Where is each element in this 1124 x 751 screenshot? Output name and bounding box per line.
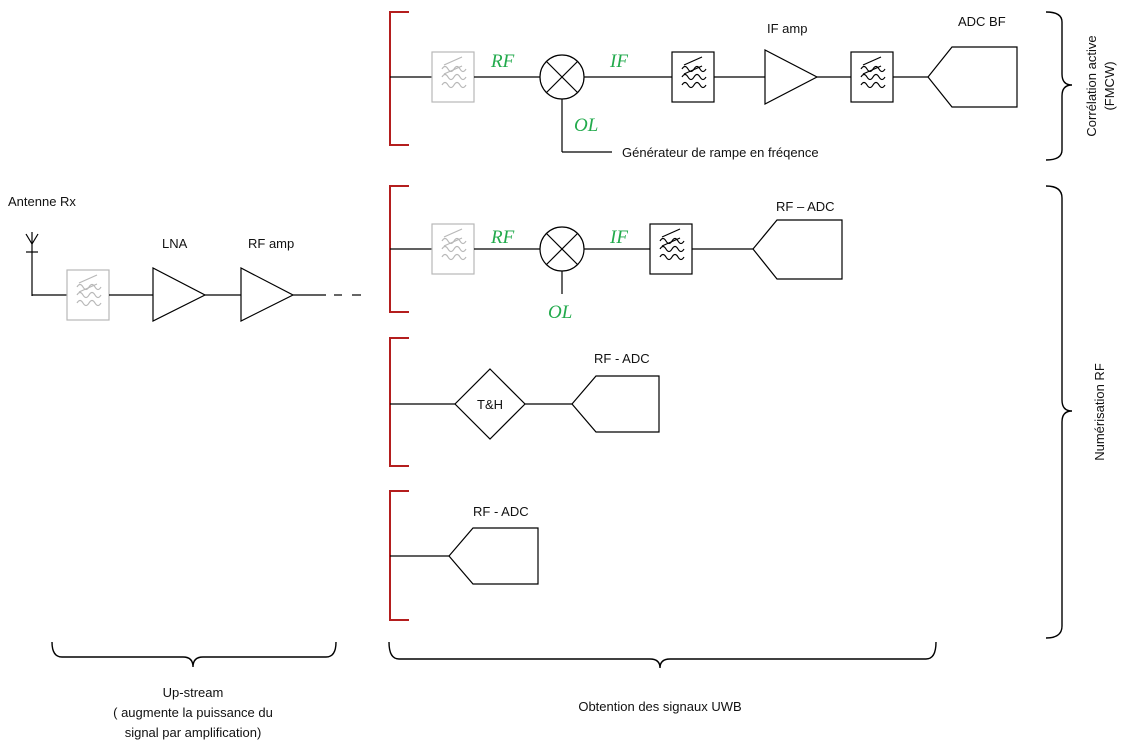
if-amp-label: IF amp xyxy=(767,21,807,36)
track-hold-label: T&H xyxy=(477,397,503,412)
if-amplifier-icon xyxy=(764,49,819,105)
rf-adc-3-icon xyxy=(448,527,539,585)
rf-adc-2-label: RF - ADC xyxy=(594,351,650,366)
upstream-label-line3: signal par amplification) xyxy=(125,725,262,740)
rf-filter-1-icon xyxy=(431,51,475,103)
rf-adc-3-label: RF - ADC xyxy=(473,504,529,519)
rf-adc-2-icon xyxy=(571,375,660,433)
rf-adc-1-label: RF – ADC xyxy=(776,199,835,214)
input-filter-icon xyxy=(66,269,110,321)
antenna-label: Antenne Rx xyxy=(8,194,76,209)
if-filter-1-icon xyxy=(671,51,715,103)
brace-rf-digitization xyxy=(1045,185,1073,639)
upstream-label-line1: Up-stream xyxy=(163,685,224,700)
rf-signal-label-1: RF xyxy=(490,51,515,72)
mixer-1-icon xyxy=(539,54,585,100)
antenna-icon xyxy=(25,232,39,296)
if-filter-2-icon xyxy=(850,51,894,103)
uwb-signals-label: Obtention des signaux UWB xyxy=(578,699,741,714)
if-signal-label-1: IF xyxy=(609,51,628,72)
brace-fmcw xyxy=(1045,11,1073,161)
upstream-label-line2: ( augmente la puissance du xyxy=(113,705,273,720)
adc-bf-label: ADC BF xyxy=(958,14,1006,29)
rf-adc-1-icon xyxy=(752,219,843,280)
if-signal-label-2: IF xyxy=(609,227,628,248)
bracket-fmcw xyxy=(389,11,409,146)
lna-label: LNA xyxy=(162,236,188,251)
rf-digitization-label: Numérisation RF xyxy=(1092,363,1107,461)
rf-signal-label-2: RF xyxy=(490,227,515,248)
fmcw-label: (FMCW) xyxy=(1102,61,1117,110)
rf-amplifier-icon xyxy=(240,267,295,322)
rf-amp-label: RF amp xyxy=(248,236,294,251)
ol-signal-label-2: OL xyxy=(548,302,572,323)
if-filter-3-icon xyxy=(649,223,693,275)
rf-filter-2-icon xyxy=(431,223,475,275)
ramp-generator-label: Générateur de rampe en fréqence xyxy=(622,145,819,160)
brace-upstream xyxy=(51,641,337,668)
adc-bf-icon xyxy=(927,46,1018,108)
lna-amplifier-icon xyxy=(152,267,207,322)
mixer-2-icon xyxy=(539,226,585,272)
ol-signal-label-1: OL xyxy=(574,115,598,136)
brace-uwb xyxy=(388,641,937,669)
active-correlation-label: Corrélation active xyxy=(1084,35,1099,136)
track-hold-icon xyxy=(454,368,526,440)
bracket-track-hold xyxy=(389,337,409,467)
